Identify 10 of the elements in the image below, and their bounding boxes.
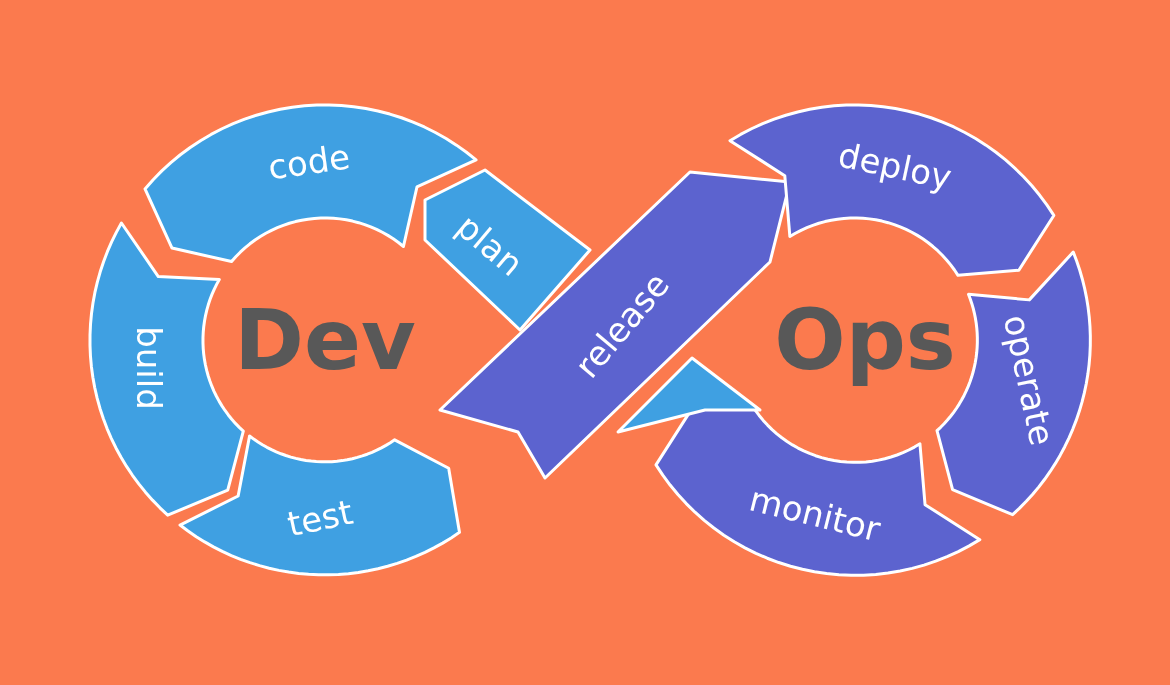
stage-label: deploy bbox=[835, 137, 955, 195]
stage-label: operate bbox=[998, 311, 1060, 449]
stage-label: test bbox=[284, 495, 356, 542]
cycle-arrow-segment bbox=[90, 222, 244, 515]
stage-label: code bbox=[266, 139, 353, 185]
heading-word: Dev bbox=[234, 298, 416, 382]
stage-label: monitor bbox=[746, 481, 884, 547]
stage-label: build bbox=[131, 326, 166, 410]
cycle-arrow-segment bbox=[730, 105, 1055, 276]
cycle-arrow-segment bbox=[180, 436, 460, 575]
